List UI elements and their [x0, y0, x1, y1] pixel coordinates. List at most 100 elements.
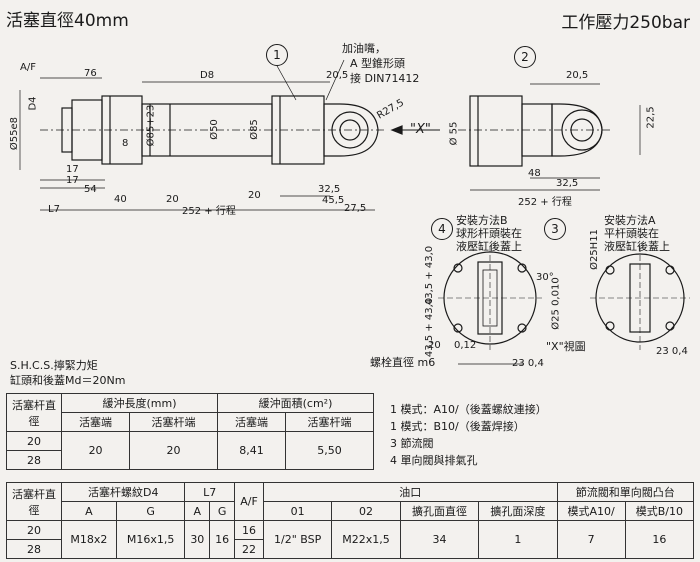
- t2-cell: 1/2" BSP: [263, 520, 333, 559]
- note-oil-nipple: 加油嘴，: [342, 42, 386, 55]
- torque-note-line1: S.H.C.S.擰緊力矩: [10, 359, 98, 372]
- t2-sub-modb: 模式B/10: [624, 501, 695, 521]
- pressure-title: 工作壓力250bar: [561, 13, 690, 33]
- torque-note-line2: 缸頭和後蓋Md＝20Nm: [10, 374, 126, 387]
- dim-right-252: 252 + 行程: [518, 197, 572, 208]
- table-row: 28 22: [6, 539, 694, 559]
- t2-cell: M22x1,5: [331, 520, 401, 559]
- t2-sub-dia: 擴孔面直徑: [399, 501, 480, 521]
- t2-cell: 34: [399, 520, 480, 559]
- dim-32-5: 32,5: [318, 184, 341, 195]
- dim-40: 40: [114, 194, 127, 205]
- legend-item: 3 節流閥: [390, 437, 434, 450]
- dim-d8: D8: [200, 70, 215, 81]
- t1-header-rod: 活塞杆直徑: [6, 393, 62, 432]
- t1-sub-piston: 活塞端: [60, 412, 131, 432]
- legend: 1 模式：A10/（後蓋螺紋連接） 1 模式：B10/（後蓋焊接） 3 節流閥 …: [390, 401, 547, 469]
- t2-sub-01: 01: [263, 501, 333, 521]
- dim-17b: 17: [66, 175, 79, 186]
- t2-cell: 28: [6, 539, 62, 559]
- t2-header-oil: 油口: [263, 482, 558, 502]
- callout-2: 2: [514, 46, 536, 68]
- dim-27-5: 27,5: [344, 203, 367, 214]
- callout-4: 4: [431, 218, 453, 240]
- callout-1: 1: [266, 44, 288, 66]
- mount-a-line2: 平杆頭裝在: [604, 227, 659, 240]
- dim-20-5: 20,5: [326, 70, 349, 81]
- dim-20a: 20: [166, 194, 179, 205]
- cushion-table: 活塞杆直徑 緩沖長度(mm) 緩沖面積(cm²) 活塞端 活塞杆端 活塞端 活塞…: [6, 393, 375, 470]
- t2-cell: M18x2: [61, 520, 117, 559]
- view-x-label: "X"視圖: [546, 340, 586, 353]
- dim-45-5: 45,5: [322, 195, 345, 206]
- t2-cell: 22: [234, 539, 265, 559]
- mount-b-title: 安裝方法B: [456, 214, 508, 227]
- dim-20b: 20: [248, 190, 261, 201]
- dim-phi85-23: Ø85+23: [145, 104, 157, 147]
- t2-sub-g: G: [115, 501, 186, 521]
- mount-b-line2: 球形杆頭裝在: [456, 227, 522, 240]
- spec-table: 活塞杆直徑 活塞杆螺紋D4 L7 A/F 油口 節流閥和單向閥凸台 A G A …: [6, 482, 695, 559]
- dim-phi50: Ø50: [208, 119, 220, 140]
- dim-b-30: 30°: [536, 272, 554, 283]
- dim-a-phi25h11: Ø25H11: [588, 229, 600, 270]
- view-x-arrow-label: "X": [410, 122, 431, 137]
- legend-item: 1 模式：B10/（後蓋焊接）: [390, 420, 525, 433]
- dim-l7: L7: [48, 204, 60, 215]
- t2-header-af: A/F: [234, 482, 265, 521]
- t2-sub-moda: 模式A10/: [556, 501, 626, 521]
- mount-b-line3: 液壓缸後蓋上: [456, 240, 522, 253]
- t1-cell: 20: [6, 431, 62, 451]
- dim-af: A/F: [20, 62, 36, 73]
- dim-right-20-5: 20,5: [566, 70, 589, 81]
- t2-sub-depth: 擴孔面深度: [478, 501, 558, 521]
- dim-phi85: Ø85: [248, 119, 260, 140]
- t2-cell: 16: [209, 520, 236, 559]
- t2-cell: 16: [234, 520, 265, 540]
- t2-header-rod: 活塞杆直徑: [6, 482, 62, 521]
- t1-header-cushion-area: 緩沖面積(cm²): [216, 393, 375, 413]
- dim-b-phi25: Ø25 0,010: [550, 277, 562, 330]
- mount-a-line3: 液壓缸後蓋上: [604, 240, 670, 253]
- t1-header-cushion-len: 緩沖長度(mm): [61, 393, 218, 413]
- table-row: 28: [6, 450, 374, 470]
- bolt-dia-label: 螺栓直徑 m6: [370, 356, 436, 369]
- t2-cell: 7: [556, 520, 626, 559]
- dim-phi55e8: Ø55e8: [9, 116, 21, 151]
- note-a-type: A 型錐形頭: [350, 57, 406, 70]
- dim-right-phi55: Ø 55: [448, 121, 460, 146]
- t2-sub-02: 02: [331, 501, 401, 521]
- dim-76: 76: [84, 68, 97, 79]
- dim-252: 252 + 行程: [182, 206, 236, 217]
- dim-right-48: 48: [528, 168, 541, 179]
- dim-d4: D4: [27, 96, 39, 111]
- t1-cell: 20: [60, 431, 131, 470]
- t2-sub-a: A: [61, 501, 117, 521]
- t2-header-l7: L7: [184, 482, 236, 502]
- mount-a-title: 安裝方法A: [604, 214, 656, 227]
- dim-b-20: 20: [428, 340, 441, 351]
- callout-3: 3: [544, 218, 566, 240]
- t2-cell: 30: [184, 520, 211, 559]
- t2-header-thread: 活塞杆螺紋D4: [60, 482, 186, 502]
- t1-sub-piston2: 活塞端: [216, 412, 287, 432]
- t1-sub-rod: 活塞杆端: [129, 412, 218, 432]
- t2-cell: 16: [624, 520, 695, 559]
- t1-sub-rod2: 活塞杆端: [285, 412, 374, 432]
- dim-b-23: 23 0,4: [512, 358, 544, 369]
- t1-cell: 20: [129, 431, 218, 470]
- dim-b-0-12: 0,12: [454, 340, 477, 351]
- t2-header-valve: 節流閥和單向閥凸台: [556, 482, 695, 502]
- legend-item: 1 模式：A10/（後蓋螺紋連接）: [390, 403, 547, 416]
- note-din: 接 DIN71412: [350, 72, 420, 85]
- dim-17a: 17: [66, 164, 79, 175]
- t1-cell: 8,41: [216, 431, 287, 470]
- dim-a-23: 23 0,4: [656, 346, 688, 357]
- t2-cell: M16x1,5: [115, 520, 186, 559]
- table-row: 20 M18x2 M16x1,5 30 16 16 1/2" BSP M22x1…: [6, 520, 695, 559]
- dim-8: 8: [122, 138, 129, 149]
- t2-sub-g2: G: [209, 501, 236, 521]
- dim-right-22-5: 22,5: [645, 106, 657, 129]
- t2-sub-a2: A: [184, 501, 211, 521]
